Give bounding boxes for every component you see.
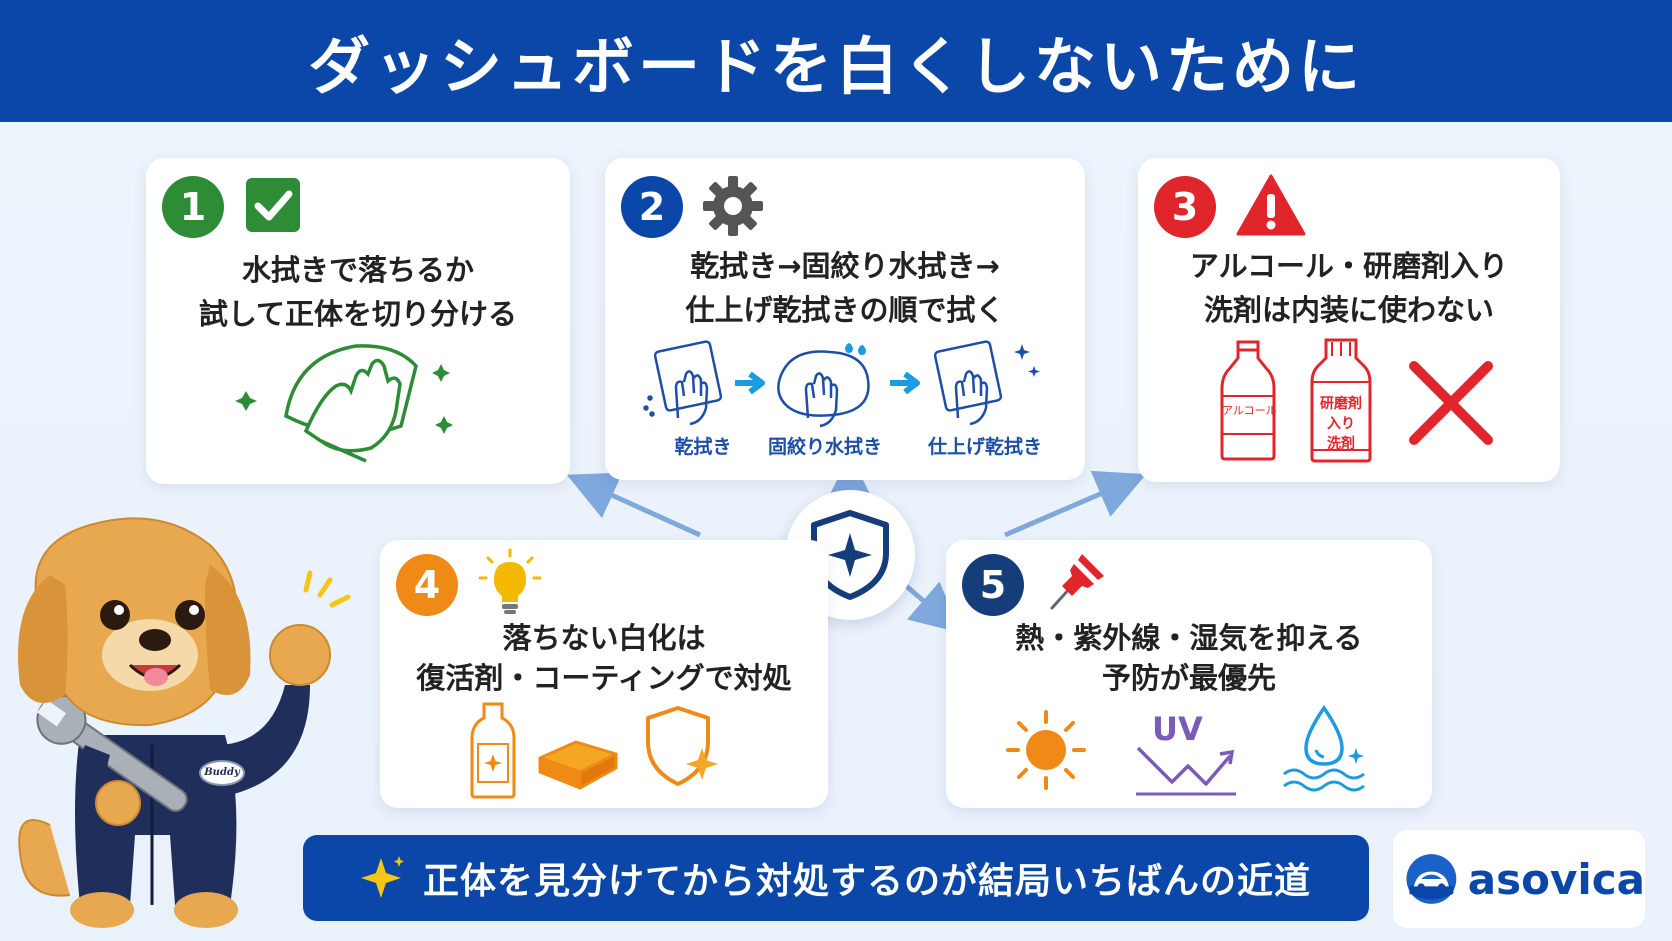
arrow-to-card-3 (1004, 470, 1147, 538)
card-1-line-2: 試して正体を切り分ける (198, 297, 518, 331)
restorer-bottle-icon (470, 702, 516, 799)
bottle-label-line-1: 研磨剤 (1320, 396, 1362, 412)
arrow-to-card-1 (566, 472, 702, 538)
footer-banner: 正体を見分けてから対処するのが結局いちばんの近道 (303, 835, 1369, 921)
card-5: 5 熱・紫外線・湿気を抑える 予防が最優先 UV (946, 540, 1432, 808)
step-number-4: 4 (396, 554, 458, 616)
title-banner: ダッシュボードを白くしないために (0, 0, 1672, 122)
bottle-label-alcohol: アルコール (1222, 404, 1277, 417)
brand-logo: asovica (1393, 830, 1645, 928)
card-1-text: 水拭きで落ちるか 試して正体を切り分ける (146, 248, 570, 336)
warning-icon (1236, 174, 1306, 236)
bottle-label-line-2: 入り (1327, 416, 1355, 432)
footer-text: 正体を見分けてから対処するのが結局いちばんの近道 (422, 861, 1311, 902)
step-caption-damp-wipe: 固絞り水拭き (767, 436, 882, 458)
mascot-badge: Buddy (204, 767, 240, 778)
step-number-2: 2 (621, 176, 683, 238)
logo-text: asovica (1467, 854, 1645, 904)
gear-icon (703, 176, 763, 236)
card-1: 1 水拭きで落ちるか 試して正体を切り分ける (146, 158, 570, 484)
card-2-line-1: 乾拭き→固絞り水拭き→ (690, 249, 1000, 283)
car-logo-icon (1406, 854, 1457, 904)
card-1-line-1: 水拭きで落ちるか (241, 253, 474, 287)
arrow-to-card-5 (903, 581, 962, 633)
humidity-icon (1283, 704, 1365, 792)
bottle-icon (1220, 340, 1276, 461)
pushpin-icon (1050, 554, 1104, 610)
page-title: ダッシュボードを白くしないために (307, 30, 1364, 103)
card-2-line-2: 仕上げ乾拭きの順で拭く (685, 293, 1005, 327)
bottle-label-abrasive: 研磨剤 入り 洗剤 (1312, 394, 1370, 454)
step-caption-finish-wipe: 仕上げ乾拭き (927, 436, 1042, 458)
card-3: 3 アルコール・研磨剤入り 洗剤は内装に使わない アルコール 研磨剤 入り 洗剤 (1138, 158, 1560, 482)
bottle-icon (1310, 338, 1372, 463)
card-2-text: 乾拭き→固絞り水拭き→ 仕上げ乾拭きの順で拭く (605, 244, 1085, 332)
card-4-line-1: 落ちない白化は (502, 621, 706, 655)
card-5-text: 熱・紫外線・湿気を抑える 予防が最優先 (946, 618, 1432, 698)
wiping-cloth-icon (235, 344, 453, 463)
wipe-steps-diagram (643, 340, 1040, 428)
mascot-dog (18, 517, 351, 928)
step-number-1: 1 (162, 176, 224, 238)
card-4: 4 落ちない白化は 復活剤・コーティングで対処 (380, 540, 828, 808)
uv-label: UV (1152, 710, 1203, 748)
step-caption-dry-wipe: 乾拭き (674, 436, 732, 458)
card-4-text: 落ちない白化は 復活剤・コーティングで対処 (380, 618, 828, 698)
bottle-label-line-3: 洗剤 (1327, 436, 1355, 452)
coating-shield-icon (646, 706, 718, 786)
card-3-line-1: アルコール・研磨剤入り (1189, 249, 1509, 283)
card-4-line-2: 復活剤・コーティングで対処 (416, 661, 792, 695)
sun-icon (1006, 710, 1086, 790)
step-number-3: 3 (1154, 176, 1216, 238)
step-number-5: 5 (962, 554, 1024, 616)
card-3-text: アルコール・研磨剤入り 洗剤は内装に使わない (1138, 244, 1560, 332)
card-5-line-2: 予防が最優先 (1101, 661, 1276, 695)
check-icon (246, 178, 300, 232)
card-3-line-2: 洗剤は内装に使わない (1203, 293, 1494, 327)
lightbulb-icon (478, 548, 542, 614)
card-5-line-1: 熱・紫外線・湿気を抑える (1015, 621, 1363, 655)
sparkle-icon (360, 856, 404, 898)
sponge-icon (538, 740, 618, 790)
uv-rays-icon (1136, 746, 1236, 796)
cross-icon (1409, 361, 1493, 445)
card-2: 2 乾拭き→固絞り水拭き→ 仕上げ乾拭きの順で拭く (605, 158, 1085, 480)
